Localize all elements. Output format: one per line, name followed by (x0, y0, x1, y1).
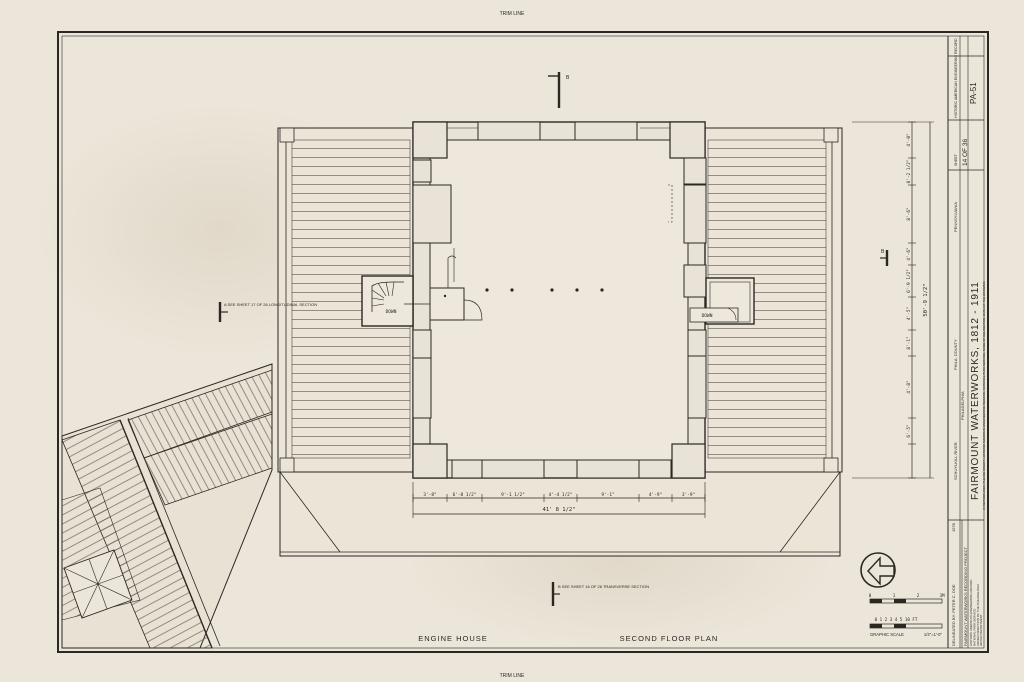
skylight (63, 549, 133, 619)
stair-east: DOWN (689, 277, 755, 325)
section-mark-top-letter: B (566, 75, 570, 81)
scale-feet-ticks: 0 1 2 3 4 5 10 FT (875, 617, 918, 622)
dimension-segment: 4'-5" (906, 307, 912, 320)
record-label: HISTORIC AMERICAN ENGINEERING RECORD (954, 38, 958, 118)
dimension-segment: 6'-2 1/2" (906, 160, 912, 184)
stair-down-label: DOWN (702, 313, 713, 319)
section-mark-left-note: A SEE SHEET 17 OF 26 LONGITUDINAL SECTIO… (224, 302, 317, 307)
caption-engine-house: ENGINE HOUSE (418, 634, 488, 643)
scale-tick: 2 (917, 593, 920, 598)
dimension-segment: 8'-1" (906, 336, 912, 349)
column-markers (485, 288, 604, 292)
section-mark-right: B (880, 249, 889, 266)
dimension-segment: 4'-8" (906, 380, 912, 393)
dimension-segment: 4'-4 1/2" (549, 492, 573, 498)
location: SCHUYLKILL RIVER (953, 442, 958, 480)
section-mark-right-letter: B (881, 249, 885, 255)
dimension-segment: 3'-8" (423, 492, 436, 498)
second-floor-plan (412, 121, 707, 479)
dimension-segment: 4'-9" (649, 492, 662, 498)
county: PHILA. COUNTY (953, 339, 958, 370)
agency-line: UNDER DIRECTION OF THE PHILADELPHIA (976, 584, 980, 646)
sheet-border (57, 31, 989, 653)
dimension-string-bottom: 41' 8 1/2" 3'-8" 6'-8 1/2" 9'-1 1/2" 4'-4 1… (412, 482, 706, 518)
scale-block (870, 599, 882, 603)
north-arrow-icon (860, 552, 896, 588)
dimension-segment: 6'-9 1/2" (906, 269, 912, 293)
trim-line-top: TRIM LINE (500, 11, 525, 17)
agency-line: HISTORIC AMERICAN ENGINEERING RECORD (969, 579, 973, 646)
dimension-segment: 9'-1" (601, 492, 614, 498)
dimension-total-width: 41' 8 1/2" (542, 507, 575, 513)
dimension-total-depth: 50'-9 1/2" (923, 283, 929, 316)
state: PENNSYLVANIA (953, 202, 958, 232)
project-name: FAIRMOUNT WATERWORKS RECORDING PROJECT (963, 546, 968, 646)
scale-block (870, 624, 882, 628)
scale-ratio: 1/4"=1'-0" (924, 632, 943, 637)
dimension-segment: 4'-6" (906, 247, 912, 260)
scale-tick: 1 (893, 593, 896, 598)
dimension-segment: 9'-1 1/2" (501, 492, 525, 498)
scale-tick: 0 (869, 593, 872, 598)
adjacent-building-left (61, 363, 273, 649)
dimension-segment: 3'-9" (682, 492, 695, 498)
section-mark-bottom-note: B SEE SHEET 16 OF 26 TRANSVERSE SECTION (558, 584, 649, 589)
sheet-label: SHEET (954, 153, 958, 166)
drawing-title: FAIRMOUNT WATERWORKS, 1812 - 1911 (970, 281, 981, 500)
dimension-segment: 4'-0" (906, 133, 912, 146)
footer-note: IF REPRODUCED, PLEASE CREDIT: HISTORIC A… (982, 281, 986, 510)
trim-line-bottom: TRIM LINE (500, 673, 525, 679)
agency-line: WATER DEPARTMENT (979, 614, 983, 646)
scale-block (894, 624, 906, 628)
scale-block (894, 599, 906, 603)
delineator: DELINEATED BY: PETER C. DOE (951, 584, 956, 646)
scale-tick: 3M (939, 593, 945, 598)
sheet-border-inner (61, 35, 985, 649)
section-mark-top: B (548, 72, 570, 108)
title-block: HISTORIC AMERICAN ENGINEERING RECORD PA-… (947, 36, 986, 648)
caption-second-floor-plan: SECOND FLOOR PLAN (620, 634, 719, 643)
graphic-scale: 0 1 2 3 4 5 10 FT GRAPHIC SCALE 1/4"=1'-… (869, 593, 945, 637)
section-mark-left: A SEE SHEET 17 OF 26 LONGITUDINAL SECTIO… (218, 302, 317, 322)
drawing-year: 1978 (951, 522, 956, 532)
dimension-segment: 8'-6" (906, 207, 912, 220)
stair-west: DOWN (361, 255, 483, 327)
city: PHILADELPHIA (960, 391, 965, 420)
section-mark-bottom: B SEE SHEET 16 OF 26 TRANSVERSE SECTION (551, 582, 649, 606)
scale-label: GRAPHIC SCALE (870, 632, 904, 637)
dimension-string-right: 50'-9 1/2" 4'-0" 6'-2 1/2" 8'-6" 4'-6" 6'-9 … (852, 121, 934, 479)
agency-line: NATIONAL PARK SERVICE (972, 609, 976, 646)
sheet-number: 14 OF 36 (962, 139, 969, 166)
dimension-segment: 6'-8 1/2" (453, 492, 477, 498)
record-number: PA-51 (969, 82, 978, 104)
stair-down-label: DOWN (386, 309, 397, 315)
dimension-segment: 6'-5" (906, 424, 912, 437)
